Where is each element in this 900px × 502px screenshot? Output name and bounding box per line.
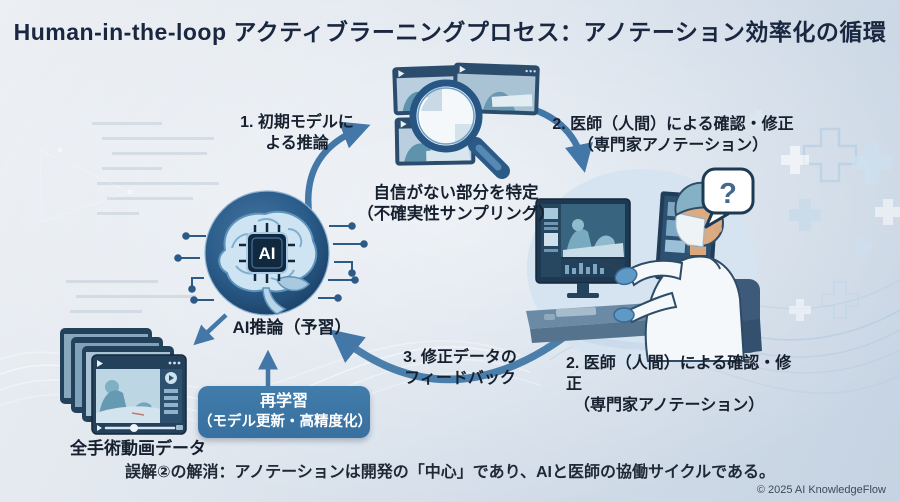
label-step2-bottom-line1: 2. 医師（人間）による確認・修正 [566, 355, 792, 393]
copyright-notice: © 2025 AI KnowledgeFlow [756, 484, 886, 496]
page-title: Human-in-the-loop アクティブラーニングプロセス：アノテーション… [13, 19, 887, 45]
arrow-brain-to-videos [193, 313, 228, 346]
main-monitor [535, 198, 631, 298]
glove [614, 266, 638, 286]
label-step2-top: 2. 医師（人間）による確認・修正 （専門家アノテーション） [551, 114, 795, 156]
retrain-line1: 再学習 [259, 393, 308, 410]
question-mark: ? [719, 178, 737, 210]
label-step2-bottom-line2: （専門家アノテーション） [574, 397, 765, 414]
surgical-video-stack [60, 328, 187, 435]
label-step3: 3. 修正データの フィードバック [386, 347, 534, 389]
label-step1-line1: 1. 初期モデルに [240, 114, 354, 131]
code-texture [66, 122, 219, 313]
circuit-traces [174, 222, 368, 304]
retrain-box: 再学習 （モデル更新・高精度化） [198, 386, 372, 438]
label-step1: 1. 初期モデルに よる推論 [233, 112, 361, 154]
video-player [91, 354, 187, 435]
progress-knob [130, 424, 138, 432]
arrow-step3-feedback [329, 322, 583, 384]
label-step1-line2: よる推論 [265, 135, 329, 152]
medical-cross-icons [750, 110, 900, 321]
ai-chip-icon: AI [239, 223, 295, 283]
uncertainty-sampling-illustration [392, 62, 540, 179]
label-uncertainty-line1: 自信がない部分を特定 [373, 184, 539, 202]
doctor-figure [602, 181, 746, 362]
ai-brain-illustration: AI [174, 190, 368, 316]
retrain-line2: （モデル更新・高精度化） [198, 414, 372, 430]
label-step2-top-line2: （専門家アノテーション） [577, 137, 769, 154]
label-uncertainty: 自信がない部分を特定 （不確実性サンプリング） [338, 183, 574, 225]
label-step3-line2: フィードバック [404, 370, 516, 387]
footer-caption: 誤解②の解消：アノテーションは開発の「中心」であり、AIと医師の協働サイクルであ… [124, 464, 776, 481]
doctor-illustration: ? [526, 167, 762, 367]
ai-chip-label: AI [259, 244, 276, 263]
magnifier-icon [409, 79, 510, 179]
label-video-data: 全手術動画データ [70, 439, 206, 458]
question-bubble: ? [701, 167, 755, 229]
label-step2-top-line1: 2. 医師（人間）による確認・修正 [552, 116, 794, 133]
surgical-mask [675, 212, 706, 248]
play-icon [97, 360, 103, 367]
label-uncertainty-line2: （不確実性サンプリング） [357, 205, 555, 223]
glove [613, 307, 635, 323]
label-step2-bottom: 2. 医師（人間）による確認・修正 （専門家アノテーション） [566, 353, 798, 416]
label-step3-line1: 3. 修正データの [403, 349, 517, 366]
label-ai-inference: AI推論（予習） [232, 318, 352, 337]
